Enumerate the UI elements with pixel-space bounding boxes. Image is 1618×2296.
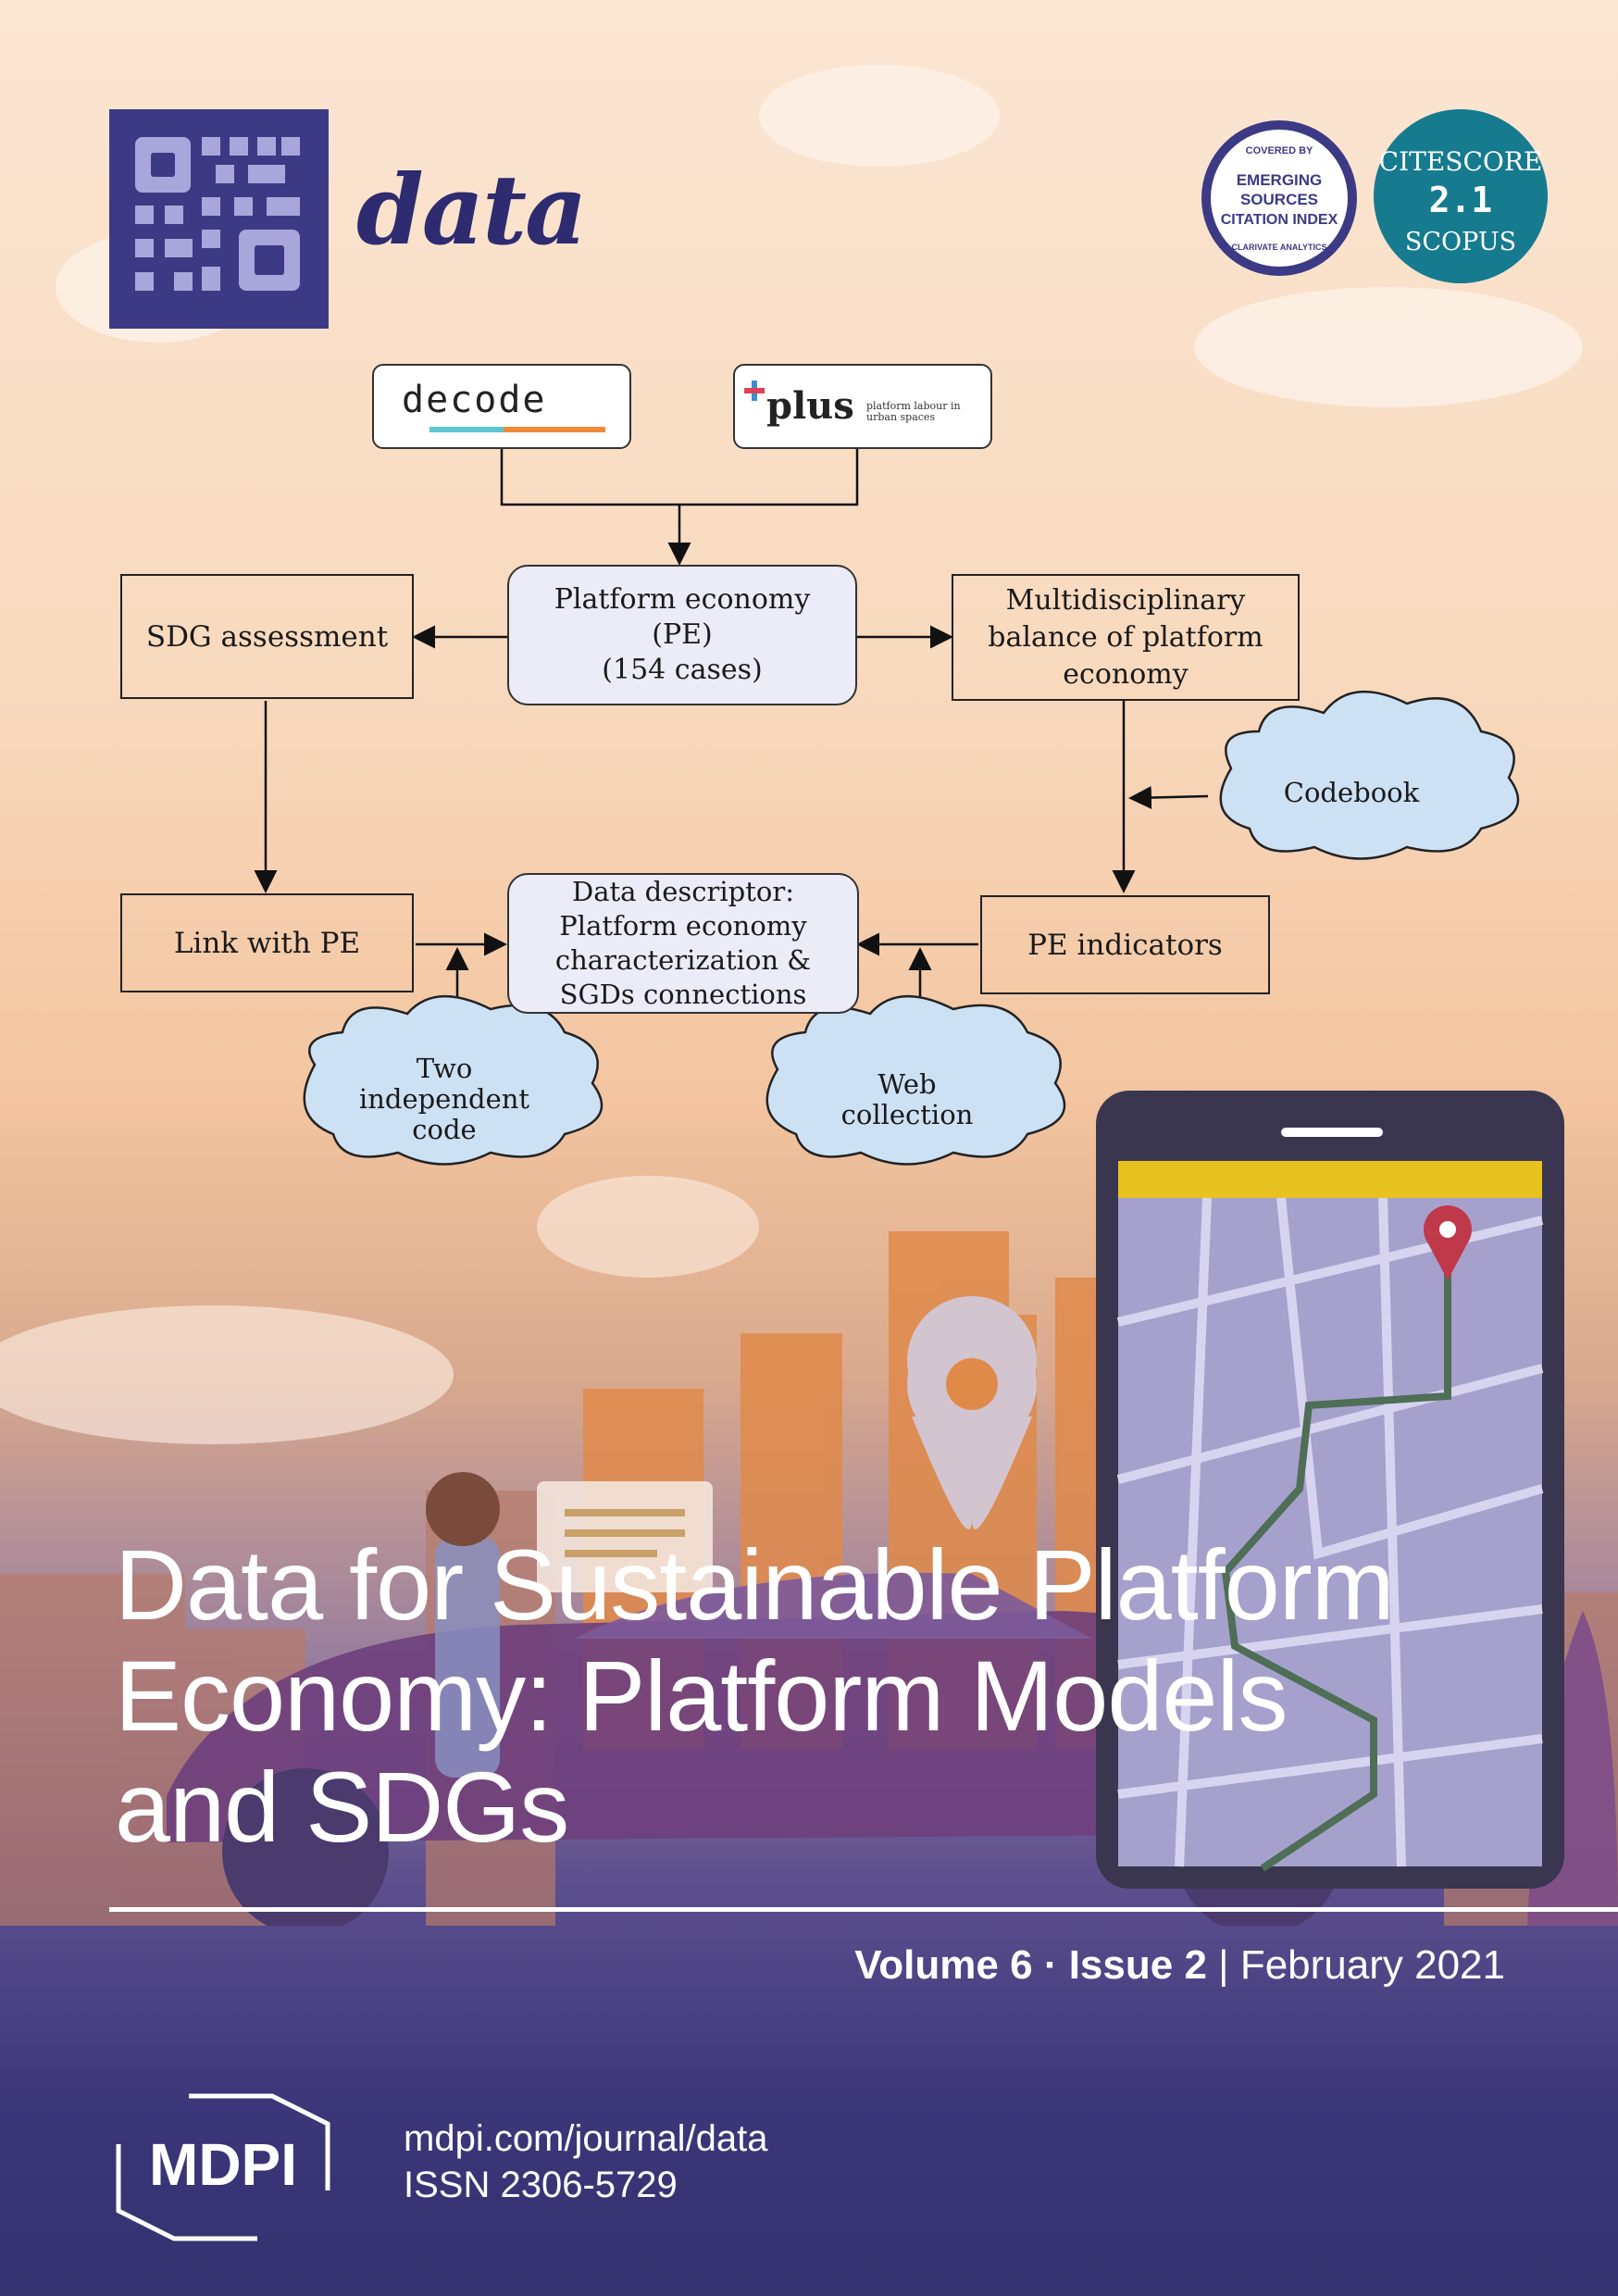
esci-top-text: COVERED BY: [1246, 145, 1313, 156]
article-title: Data for Sustainable Platform Economy: P…: [115, 1529, 1395, 1863]
background-cloud: [0, 1305, 454, 1444]
citescore-badge: CITESCORE 2.1 SCOPUS: [1374, 109, 1548, 283]
journal-links: mdpi.com/journal/data ISSN 2306-5729: [404, 2115, 768, 2208]
data-descriptor-box: Data descriptor: Platform economy charac…: [507, 873, 859, 1014]
background-cloud: [537, 1176, 759, 1278]
esci-badge: COVERED BY EMERGING SOURCES CITATION IND…: [1201, 120, 1357, 276]
background-cloud: [759, 65, 1000, 167]
plus-logo-tagline: platform labour in urban spaces: [866, 400, 961, 423]
esci-line3: CITATION INDEX: [1221, 212, 1338, 228]
codebook-cloud: [1219, 690, 1520, 860]
decode-logo-stripe: [504, 427, 605, 432]
esci-line1: EMERGING: [1237, 171, 1323, 189]
web-collection-label: Web collection: [840, 1068, 974, 1130]
esci-line2: SOURCES: [1240, 191, 1318, 208]
issue-info: Volume 6 · Issue 2 | February 2021: [854, 1942, 1505, 1988]
mdpi-logo-text: MDPI: [149, 2131, 297, 2198]
divider-line: [109, 1907, 1618, 1912]
journal-logo: [109, 109, 329, 329]
sdg-assessment-box: SDG assessment: [120, 574, 414, 699]
codebook-label: Codebook: [1283, 777, 1420, 808]
issue-date: February 2021: [1239, 1942, 1505, 1988]
mdpi-logo: MDPI: [116, 2093, 330, 2241]
esci-bottom-text: CLARIVATE ANALYTICS: [1231, 243, 1326, 252]
plus-cross-icon: [744, 381, 765, 401]
qr-logo-icon: [135, 137, 300, 291]
background-cloud: [1194, 287, 1583, 407]
link-with-pe-box: Link with PE: [120, 893, 414, 992]
citescore-source: SCOPUS: [1404, 228, 1517, 256]
issn: ISSN 2306-5729: [404, 2165, 678, 2205]
platform-economy-box: Platform economy (PE) (154 cases): [507, 565, 857, 705]
citescore-value: 2.1: [1428, 180, 1493, 220]
plus-logo-text: plus: [766, 384, 854, 428]
volume-label: Volume 6: [854, 1942, 1033, 1988]
two-independent-code-label: Two independent code: [358, 1053, 530, 1145]
journal-name: data: [356, 153, 588, 267]
flow-diagram-connectors: [254, 449, 1520, 1166]
journal-url[interactable]: mdpi.com/journal/data: [404, 2118, 768, 2159]
multidisciplinary-balance-box: Multidisciplinary balance of platform ec…: [952, 574, 1300, 701]
decode-logo-card: decode: [372, 364, 631, 449]
pe-indicators-box: PE indicators: [980, 895, 1270, 994]
smartphone-map-illustration: [1096, 1091, 1564, 1889]
two-independent-code-cloud: [303, 994, 604, 1166]
decode-logo-stripe: [429, 427, 504, 432]
decode-logo-text: decode: [402, 379, 547, 421]
citescore-label: CITESCORE: [1378, 146, 1543, 177]
plus-logo-card: plus platform labour in urban spaces: [733, 364, 992, 449]
issue-label: Issue 2: [1068, 1942, 1207, 1988]
